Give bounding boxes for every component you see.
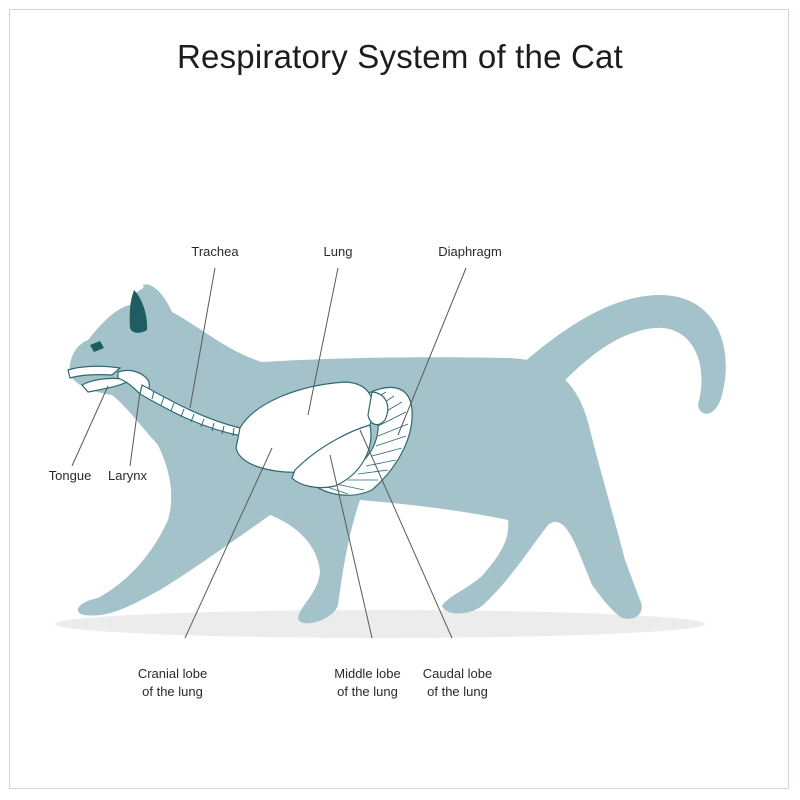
- cat-eye: [90, 341, 104, 352]
- ground-shadow: [55, 610, 705, 638]
- larynx-leader: [129, 391, 141, 467]
- label-larynx: Larynx: [107, 468, 148, 483]
- lungs: [235, 381, 389, 489]
- caudal-lobe-leader: [359, 429, 453, 639]
- diagram-title: Respiratory System of the Cat: [177, 38, 623, 75]
- cat-ear-inner: [129, 290, 148, 333]
- label-caudal-lobe-line2: of the lung: [427, 684, 488, 699]
- label-middle-lobe-line1: Middle lobe: [334, 666, 401, 681]
- leader-lines: [71, 267, 467, 639]
- label-cranial-lobe-line2: of the lung: [142, 684, 203, 699]
- cat-ear-back: [143, 284, 172, 318]
- label-middle-lobe-line2: of the lung: [337, 684, 398, 699]
- label-trachea: Trachea: [191, 244, 239, 259]
- diagram-frame: [9, 9, 789, 789]
- label-lung: Lung: [323, 244, 353, 259]
- cat-tail: [515, 295, 726, 414]
- trachea-rings: [151, 390, 235, 437]
- trachea-leader: [189, 267, 216, 409]
- middle-lobe-leader: [329, 454, 373, 639]
- label-cranial-lobe-line1: Cranial lobe: [137, 666, 208, 681]
- diaphragm-striations: [323, 391, 409, 495]
- label-caudal-lobe-line1: Caudal lobe: [422, 666, 493, 681]
- cat-mouth: [67, 365, 132, 393]
- middle-lobe-shape: [291, 424, 372, 489]
- tongue-leader: [71, 385, 109, 467]
- label-diaphragm: Diaphragm: [438, 244, 502, 259]
- label-caudal-lobe: Caudal lobe of the lung: [410, 665, 505, 701]
- label-middle-lobe: Middle lobe of the lung: [320, 665, 415, 701]
- caudal-lobe-shape: [367, 391, 389, 426]
- label-tongue: Tongue: [48, 468, 92, 483]
- airway: [117, 369, 243, 437]
- cranial-lobe-leader: [184, 447, 273, 639]
- label-cranial-lobe: Cranial lobe of the lung: [125, 665, 220, 701]
- lung-leader: [307, 267, 339, 416]
- diaphragm-leader: [397, 267, 467, 436]
- upper-jaw-teeth: [67, 365, 122, 379]
